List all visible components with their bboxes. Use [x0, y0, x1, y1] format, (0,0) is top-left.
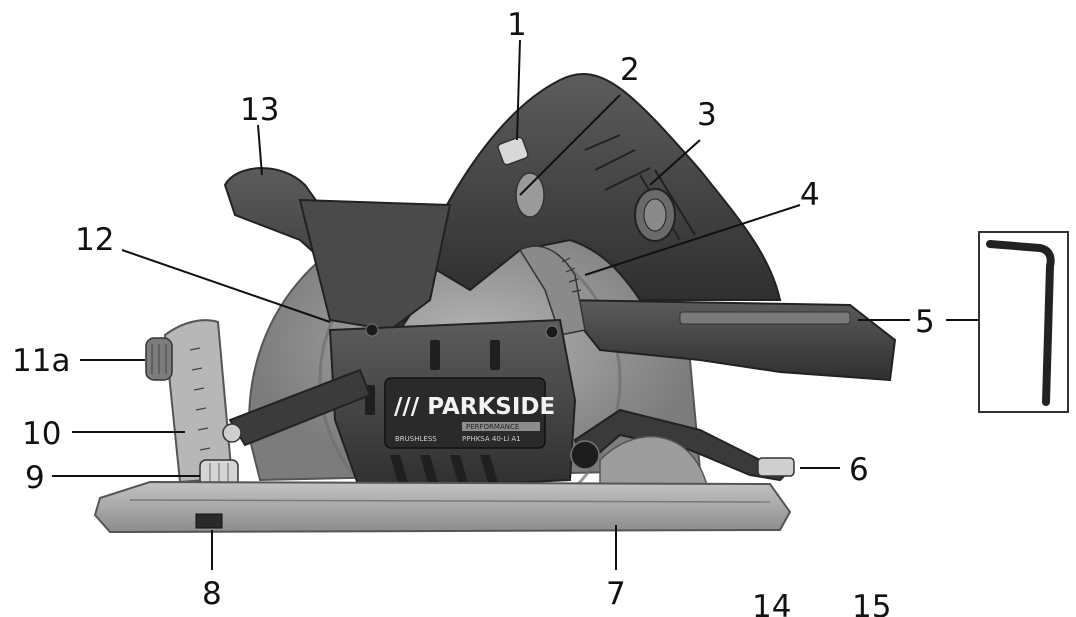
brand-brushless: BRUSHLESS — [395, 435, 437, 443]
callout-6: 6 — [849, 452, 869, 488]
bevel-knob — [145, 337, 173, 381]
base-plate — [93, 480, 792, 534]
callout-8: 8 — [202, 576, 222, 612]
callout-12: 12 — [75, 222, 114, 258]
lever-pivot — [570, 440, 600, 470]
callout-labels: 1 2 3 4 5 6 7 8 9 10 11a 12 13 14 15 — [12, 7, 935, 617]
callout-3: 3 — [697, 97, 717, 133]
housing-screws — [365, 323, 559, 339]
callout-1: 1 — [507, 7, 527, 43]
callout-5: 5 — [915, 304, 935, 340]
cut-marker — [195, 513, 223, 529]
callout-14: 14 — [752, 589, 791, 617]
brand-model: PPHKSA 40-Li A1 — [462, 435, 521, 443]
depth-lever — [573, 408, 792, 482]
lever-tip — [757, 457, 795, 477]
main-handle — [418, 73, 782, 301]
callout-13: 13 — [240, 92, 279, 128]
handle-frame — [298, 198, 452, 332]
callout-4: 4 — [800, 177, 820, 213]
depth-scale — [518, 245, 586, 336]
battery-slot — [679, 311, 851, 325]
brand-name: /// PARKSIDE — [394, 394, 555, 420]
leader-lines — [52, 39, 979, 570]
depth-scale-ticks — [561, 257, 582, 293]
callout-7: 7 — [606, 576, 626, 612]
base-plate-edge — [129, 499, 771, 503]
switch-lock — [497, 136, 529, 166]
callout-15: 15 — [852, 589, 891, 617]
allen-key — [986, 240, 1055, 406]
speed-knob — [634, 188, 676, 242]
motor-vents — [365, 340, 500, 490]
callout-11a: 11a — [12, 343, 70, 379]
bevel-scale-ticks — [189, 347, 211, 451]
callout-2: 2 — [620, 52, 640, 88]
pivot-bolt — [222, 423, 242, 443]
bevel-scale — [163, 319, 234, 484]
handle-ring — [515, 172, 545, 218]
callout-10: 10 — [22, 416, 61, 452]
brand-performance: PERFORMANCE — [466, 423, 519, 431]
callout-9: 9 — [25, 460, 45, 496]
